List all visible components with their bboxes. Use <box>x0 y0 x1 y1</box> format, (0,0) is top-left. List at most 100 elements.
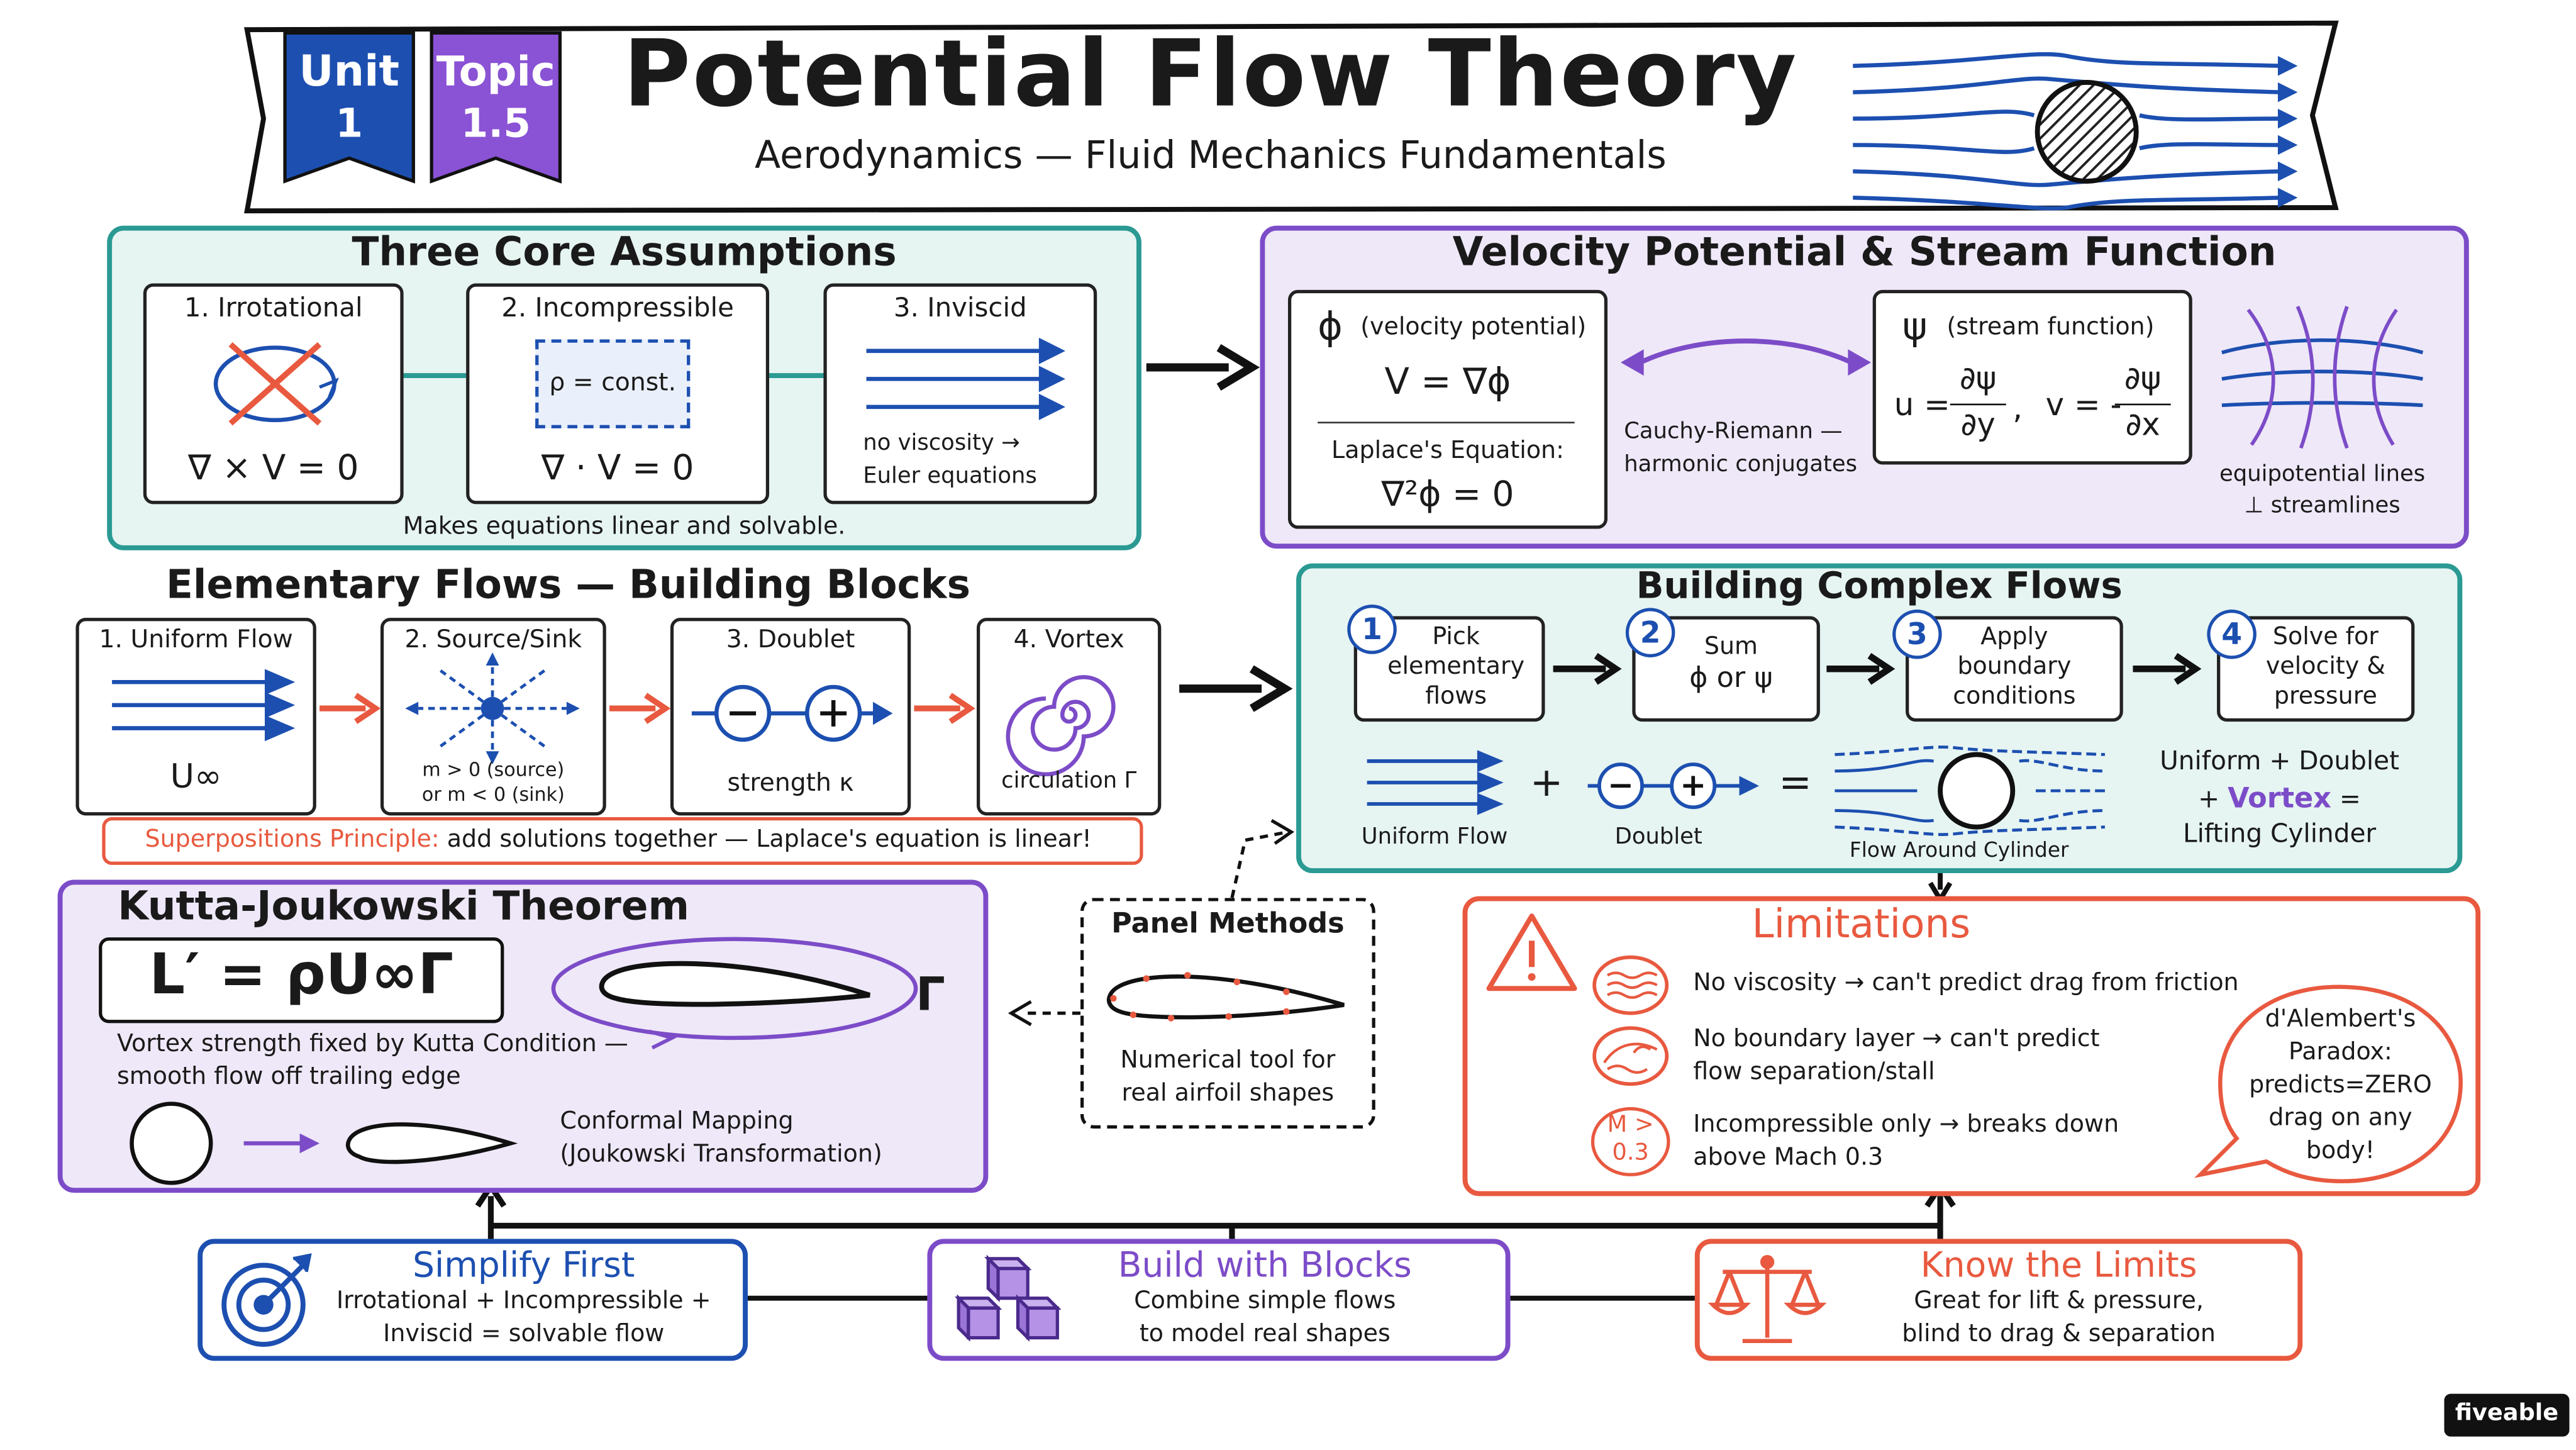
no-rotation-icon <box>213 342 339 426</box>
brand-logo <box>2444 1393 2570 1437</box>
assumption-inviscid <box>823 283 1097 505</box>
limitation-2-line2: flow separation/stall <box>1693 1059 1935 1086</box>
brand-name: fiveable <box>2455 1400 2559 1427</box>
panel-methods-line1: Numerical tool for <box>1120 1047 1336 1074</box>
plus-sign: + <box>1530 759 1563 806</box>
source-sink-icon <box>405 652 580 765</box>
flow-vortex-label: 4. Vortex <box>1013 624 1124 654</box>
step-2-number: 2 <box>1625 608 1675 657</box>
superposition-body: add solutions together — Laplace's equat… <box>447 827 1092 854</box>
inviscid-line2: Euler equations <box>863 462 1037 489</box>
u-fraction-bar <box>1950 403 2006 406</box>
step-2-line2: ϕ or ψ <box>1689 662 1773 696</box>
step-1-number: 1 <box>1347 605 1397 654</box>
flow-uniform-card <box>75 618 316 816</box>
takeaway-blocks-line1: Combine simple flows <box>1134 1288 1396 1315</box>
source-caption1: m > 0 (source) <box>422 757 565 781</box>
flow-net-icon <box>2221 305 2424 449</box>
paradox-line5: body! <box>2306 1138 2375 1165</box>
step-4-line2: velocity & <box>2265 654 2385 681</box>
flow-doublet-card <box>670 618 911 816</box>
airfoil-circulation-icon <box>551 937 918 1050</box>
phi-gradient-eq: V = ∇ϕ <box>1384 362 1511 404</box>
takeaway-limits-line2: blind to drag & separation <box>1902 1321 2216 1348</box>
mach-badge <box>1591 1107 1670 1176</box>
step-3-number: 3 <box>1892 609 1942 659</box>
equipotential-line2: ⊥ streamlines <box>2244 493 2401 519</box>
laplace-eq: ∇²ϕ = 0 <box>1381 474 1514 515</box>
page-subtitle: Aerodynamics — Fluid Mechanics Fundament… <box>754 135 1667 178</box>
mach-badge-line2: 0.3 <box>1612 1140 1649 1167</box>
unit-label: Unit <box>299 47 400 98</box>
scales-icon <box>1707 1254 1827 1344</box>
step-1-line1: Pick <box>1432 624 1480 651</box>
assumption-connectors <box>403 373 826 379</box>
paradox-line4: drag on any <box>2268 1105 2412 1132</box>
takeaway-limits-title: Know the Limits <box>1920 1245 2197 1285</box>
kutta-desc1: Vortex strength fixed by Kutta Condition… <box>116 1031 628 1058</box>
complex-title: Building Complex Flows <box>1636 566 2123 608</box>
takeaway-limits-line1: Great for lift & pressure, <box>1914 1288 2204 1315</box>
phi-symbol: ϕ <box>1318 306 1343 350</box>
density-box <box>535 339 691 428</box>
result-line2: + Vortex = <box>2128 783 2431 817</box>
velocity-potential-card <box>1287 289 1608 529</box>
laplace-label: Laplace's Equation: <box>1331 438 1564 465</box>
warning-icon <box>1486 913 1577 991</box>
step-3-line2: boundary <box>1957 654 2072 681</box>
topic-number: 1.5 <box>460 100 531 147</box>
paradox-line2: Paradox: <box>2289 1039 2392 1066</box>
step-4-line3: pressure <box>2273 683 2377 710</box>
caption-uniform: Uniform Flow <box>1361 823 1508 850</box>
kutta-equation: L′ = ρU∞Γ <box>149 942 454 1008</box>
psi-label: (stream function) <box>1946 315 2155 342</box>
arrow-right-icon-2 <box>1179 665 1293 712</box>
cylinder-flow-icon <box>1853 52 2298 211</box>
kutta-desc2: smooth flow off trailing edge <box>116 1064 461 1091</box>
superposition-text: Superpositions Principle: add solutions … <box>145 827 1091 855</box>
assumption-incompressible-label: 2. Incompressible <box>501 291 734 323</box>
u-dy: ∂y <box>1960 406 1996 443</box>
doublet-icon <box>691 684 893 742</box>
result-plus: + <box>2198 784 2220 814</box>
vortex-circulation: circulation Γ <box>1001 767 1137 795</box>
viscosity-icon <box>1592 955 1669 1015</box>
title-banner <box>244 20 2339 214</box>
panel-methods-title: Panel Methods <box>1111 908 1345 941</box>
caption-doublet: Doublet <box>1614 823 1702 850</box>
takeaway-simplify-line2: Inviscid = solvable flow <box>383 1321 665 1348</box>
limitation-3-line2: above Mach 0.3 <box>1693 1145 1884 1172</box>
kutta-title: Kutta-Joukowski Theorem <box>118 883 690 930</box>
limitation-1: No viscosity → can't predict drag from f… <box>1693 970 2239 997</box>
uniform-velocity: U∞ <box>170 756 222 796</box>
takeaway-simplify-line1: Irrotational + Incompressible + <box>336 1288 711 1315</box>
u-equals: u = <box>1894 387 1950 424</box>
mach-badge-line1: M > <box>1607 1112 1654 1139</box>
unit-badge: Unit 1 <box>283 31 415 184</box>
step-3-card <box>1906 616 2123 722</box>
caption-cylinder: Flow Around Cylinder <box>1849 837 2069 862</box>
equipotential-line1: equipotential lines <box>2219 461 2426 488</box>
topic-label: Topic <box>436 47 555 96</box>
kutta-gamma: Γ <box>916 967 945 1022</box>
complex-doublet-icon <box>1587 762 1759 810</box>
unit-number: 1 <box>335 100 364 147</box>
divergence-equation: ∇ · V = 0 <box>541 448 694 488</box>
density-const: ρ = const. <box>549 367 677 398</box>
superposition-head: Superpositions Principle: <box>145 827 440 854</box>
result-line3: Lifting Cylinder <box>2182 818 2377 849</box>
step-arrows <box>1553 652 2202 685</box>
result-equals: = <box>2339 784 2361 814</box>
page-title: Potential Flow Theory <box>623 21 1799 129</box>
step-1-line3: flows <box>1425 683 1487 710</box>
step-1-line2: elementary <box>1387 654 1525 681</box>
u-dpsi: ∂ψ <box>1960 360 1997 398</box>
v-equals: v = - <box>2045 387 2122 424</box>
superposition-banner <box>102 817 1143 865</box>
assumption-inviscid-label: 3. Inviscid <box>893 291 1027 323</box>
topic-badge: Topic 1.5 <box>430 31 562 184</box>
target-icon <box>221 1253 312 1347</box>
source-caption2: or m < 0 (sink) <box>421 782 565 806</box>
phi-divider <box>1318 421 1575 424</box>
complex-uniform-icon <box>1367 750 1504 815</box>
